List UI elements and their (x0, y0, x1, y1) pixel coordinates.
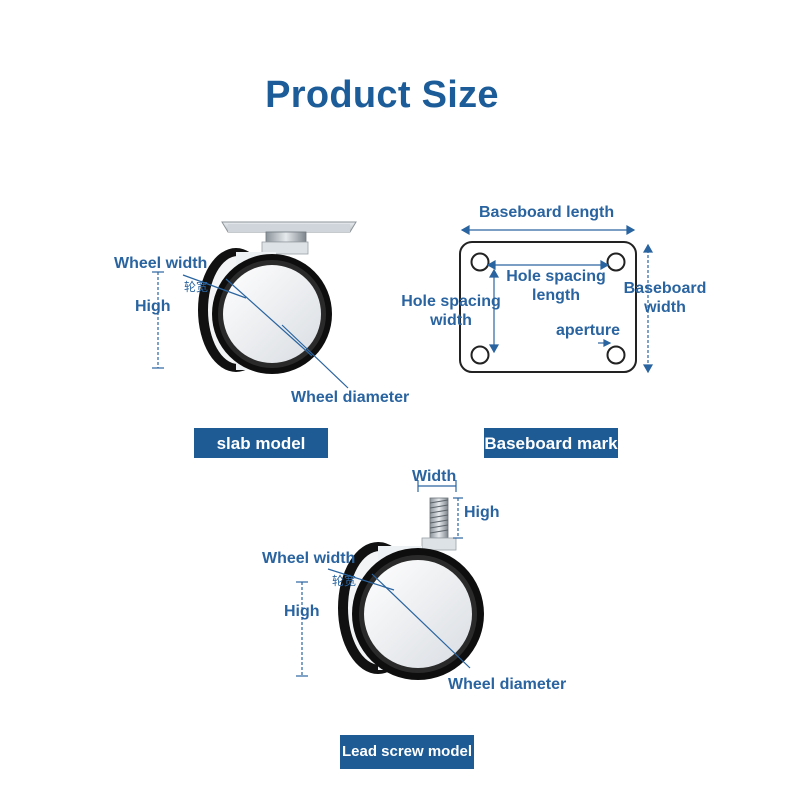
mount-hole (470, 252, 490, 272)
baseboard-mark-banner: Baseboard mark (484, 428, 618, 458)
lead-screw-model-banner: Lead screw model (340, 735, 474, 769)
mount-hole (606, 345, 626, 365)
screw-wheel-diameter-label: Wheel diameter (448, 676, 567, 693)
mount-hole (470, 345, 490, 365)
baseboard-length-label: Baseboard length (479, 204, 615, 221)
slab-wheel-diameter-label: Wheel diameter (291, 389, 410, 406)
slab-wheel-width-label: Wheel width (114, 255, 208, 272)
slab-dimension-lines (152, 271, 349, 389)
stem-width-label: Width (412, 468, 457, 485)
slab-model-banner: slab model (194, 428, 328, 458)
baseboard-dimension-lines (460, 224, 654, 374)
hole-spacing-length-label: Hole spacing length (506, 268, 606, 304)
screw-wheel-width-cn-label: 轮宽 (332, 574, 357, 588)
screw-dimension-lines (296, 480, 471, 677)
slab-high-label: High (135, 298, 171, 315)
page-title: Product Size (265, 74, 499, 116)
hole-spacing-width-label: Hole spacing width (401, 293, 501, 329)
slab-caster-image (198, 221, 357, 374)
screw-caster-image (338, 497, 484, 680)
mount-hole (606, 252, 626, 272)
aperture-label: aperture (556, 322, 621, 339)
baseboard-plate (459, 241, 637, 373)
screw-wheel-width-label: Wheel width (262, 550, 356, 567)
stem-high-label: High (464, 504, 500, 521)
slab-wheel-width-cn-label: 轮宽 (184, 280, 209, 294)
baseboard-width-label: Baseboard width (623, 280, 707, 316)
screw-high-label: High (284, 603, 320, 620)
